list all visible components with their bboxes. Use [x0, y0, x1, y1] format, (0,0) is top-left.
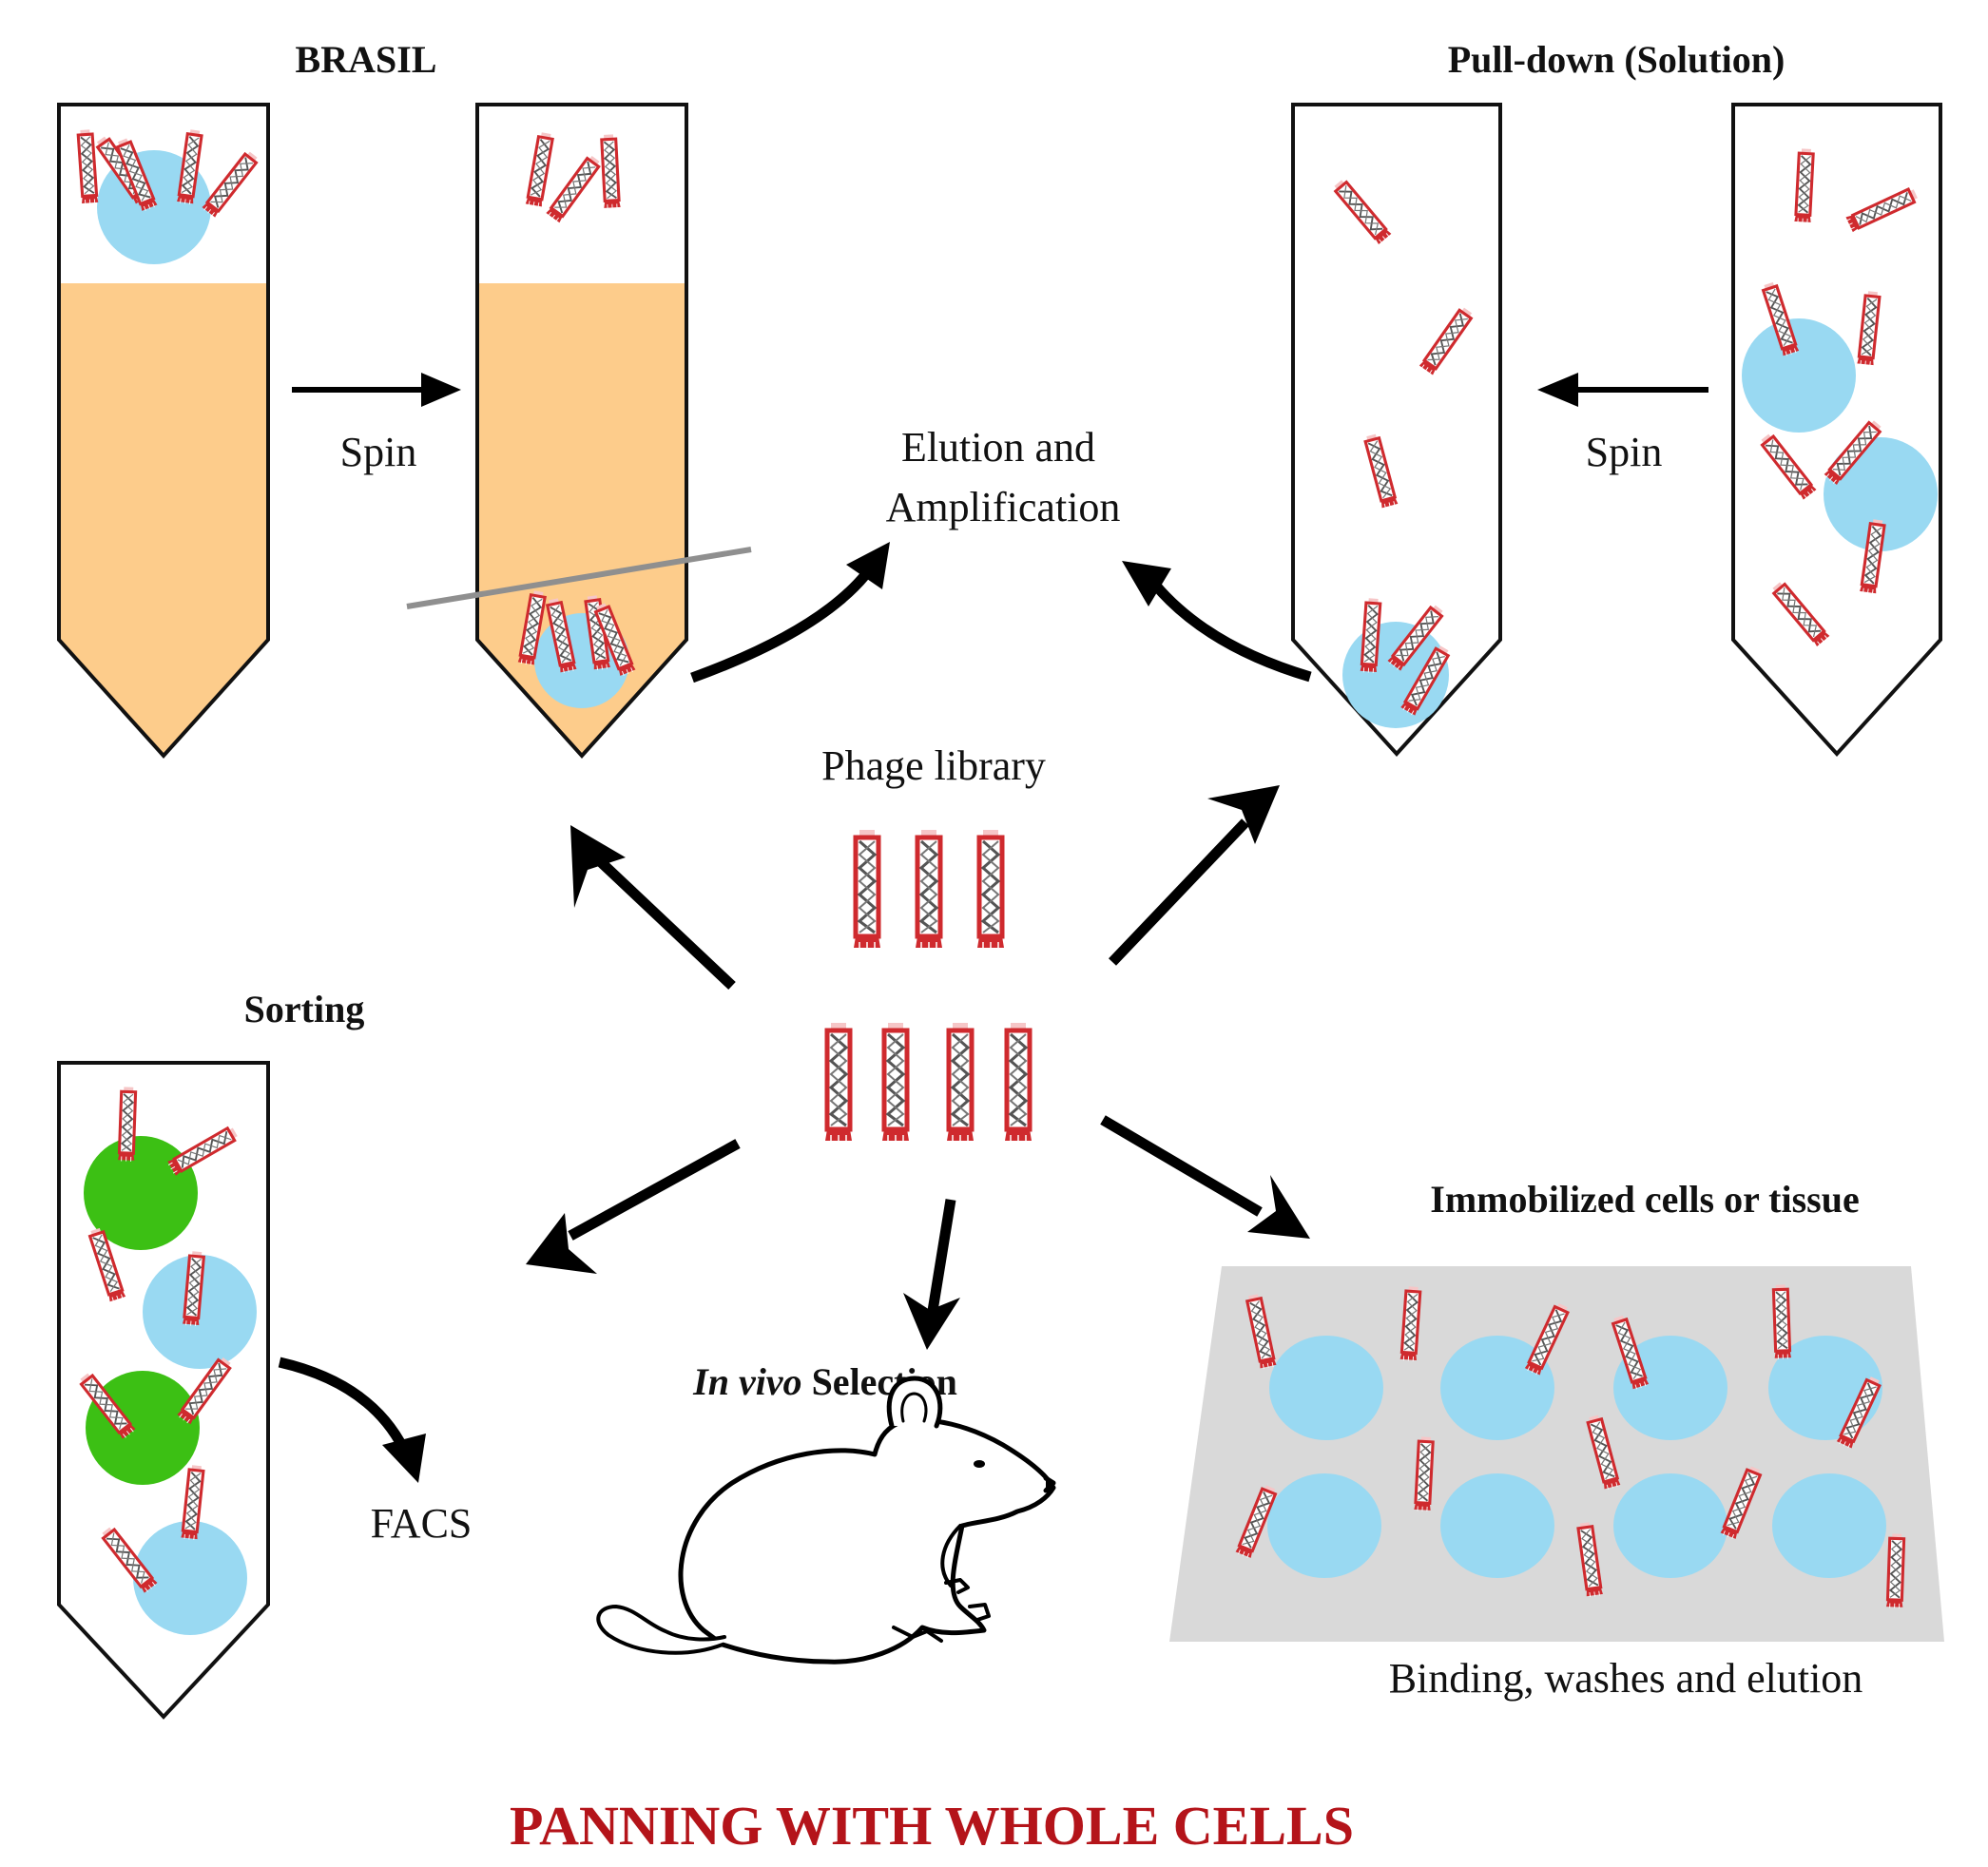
cell — [133, 1521, 247, 1635]
sorting-label: Sorting — [244, 988, 365, 1030]
pulldown-section: Pull-down (Solution) Spin — [1291, 38, 1942, 757]
phage-icon — [598, 132, 623, 211]
phage-icon — [882, 1023, 909, 1143]
arrow-icon — [278, 1357, 409, 1453]
spin-label-left: Spin — [340, 429, 417, 475]
phage-icon — [1770, 1282, 1793, 1361]
phage-icon — [200, 147, 262, 221]
mouse-icon — [596, 1376, 1056, 1665]
phage-icon — [524, 130, 556, 210]
cell-green — [86, 1371, 200, 1485]
phage-icon — [977, 830, 1004, 950]
pulldown-tube-before-spin — [1731, 103, 1942, 757]
phage-icon — [1005, 1023, 1032, 1143]
spin-arrow-right: Spin — [1537, 373, 1708, 475]
arrow-icon — [595, 856, 736, 991]
phage-icon — [825, 1023, 852, 1143]
phage-icon — [916, 830, 942, 950]
library-arrows — [526, 785, 1310, 1350]
brasil-label: BRASIL — [296, 38, 437, 81]
arrow-icon — [1150, 581, 1312, 683]
phage-icon — [854, 830, 880, 950]
elution-label-line2: Amplification — [886, 484, 1121, 530]
arrow-icon — [846, 542, 890, 589]
brasil-tube-before-spin — [57, 103, 270, 759]
phage-icon — [544, 152, 605, 225]
spin-label-right: Spin — [1586, 429, 1663, 475]
immobilized-label: Immobilized cells or tissue — [1430, 1178, 1859, 1221]
main-title: PANNING WITH WHOLE CELLS — [510, 1795, 1354, 1857]
phage-library: Phage library — [821, 742, 1046, 1143]
spin-arrow-left: Spin — [292, 373, 461, 475]
phage-icon — [947, 1023, 974, 1143]
well-cells — [1267, 1336, 1886, 1578]
arrow-icon — [926, 1199, 956, 1318]
binding-label: Binding, washes and elution — [1389, 1655, 1863, 1702]
elution-label-line1: Elution and — [901, 424, 1095, 471]
brasil-tube-after-spin — [406, 103, 752, 759]
facs-label: FACS — [371, 1500, 473, 1547]
phage-icon — [75, 127, 100, 206]
phage-icon — [1792, 146, 1817, 225]
immobilized-section: Immobilized cells or tissue Binding, was… — [1169, 1178, 1944, 1702]
phage-icon — [1884, 1531, 1907, 1610]
arrow-icon — [568, 1139, 741, 1241]
in-vivo-section: In vivo Selection — [596, 1360, 1056, 1665]
cell — [1742, 318, 1856, 433]
phage-library-label: Phage library — [821, 742, 1046, 789]
elution-group: Elution and Amplification — [690, 424, 1312, 683]
phage-icon — [1412, 1434, 1437, 1513]
arrow-icon — [1100, 1115, 1263, 1217]
pulldown-tube-after-spin — [1291, 103, 1502, 757]
sorting-section: Sorting FACS — [57, 988, 473, 1720]
pulldown-label: Pull-down (Solution) — [1448, 38, 1785, 81]
sorting-tube — [57, 1061, 270, 1720]
arrow-icon — [1122, 561, 1171, 606]
arrow-icon — [690, 571, 870, 683]
brasil-section: BRASIL Spin — [57, 38, 752, 759]
arrow-icon — [1109, 818, 1249, 966]
phage-icon — [116, 1085, 139, 1164]
in-vivo-italic: In vivo — [692, 1360, 801, 1403]
